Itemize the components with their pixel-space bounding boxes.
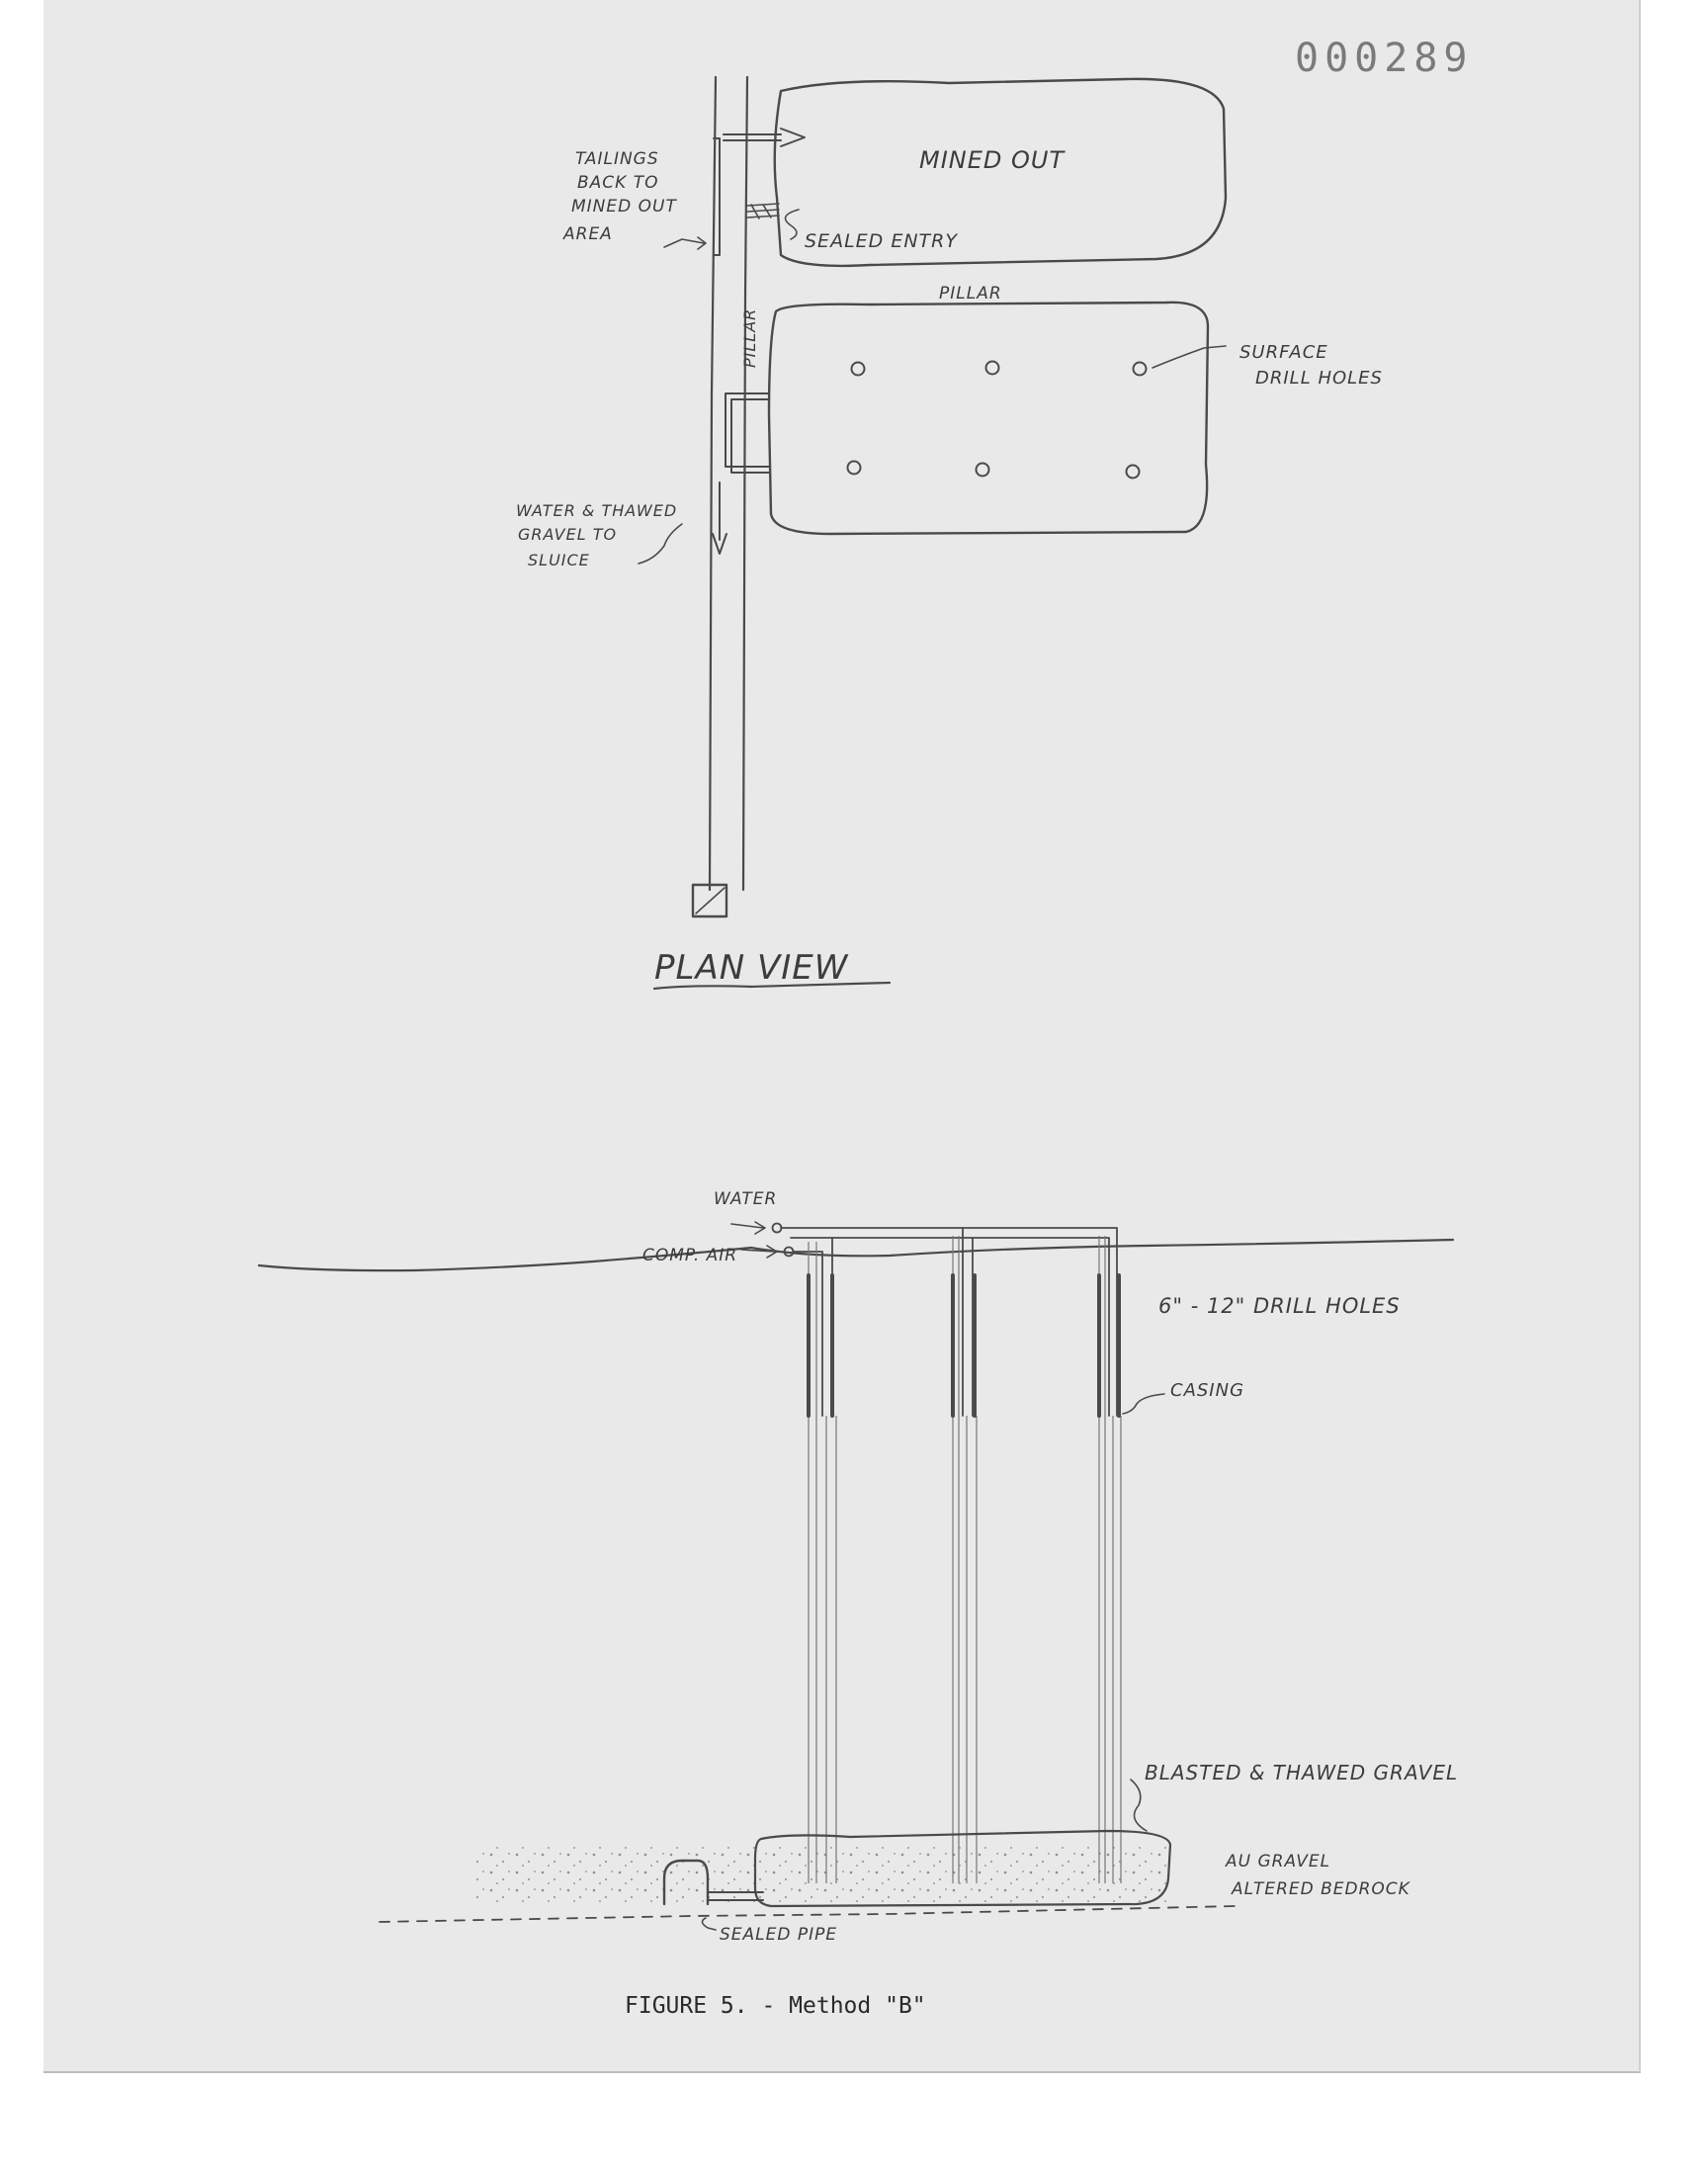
surface-drill-holes-label: SURFACE DRILL HOLES <box>1239 342 1383 389</box>
au-gravel-label: AU GRAVEL <box>1225 1852 1330 1871</box>
comp-air-label: COMP. AIR <box>642 1246 737 1265</box>
drill-hole <box>1132 361 1148 377</box>
drill-hole <box>850 361 866 377</box>
gravel-leader <box>638 523 683 565</box>
sealed-entry <box>746 203 780 219</box>
drill-hole <box>1125 464 1141 479</box>
sealed-entry-label: SEALED ENTRY <box>805 230 958 252</box>
sealed-pipe-label: SEALED PIPE <box>720 1925 837 1945</box>
figure-caption: FIGURE 5. - Method "B" <box>625 1993 926 2019</box>
mined-out-label: MINED OUT <box>919 146 1066 174</box>
bedrock-line <box>379 1905 1237 1923</box>
casing-label: CASING <box>1170 1380 1244 1401</box>
drill-hole <box>975 462 990 478</box>
drill-hole <box>984 360 1000 376</box>
water-gravel-label: WATER & THAWED GRAVEL TO SLUICE <box>516 501 683 569</box>
drill-hole-area <box>767 301 1227 536</box>
main-drift <box>691 75 749 918</box>
ground-surface <box>257 1238 1455 1272</box>
sealed-entry-leader <box>784 209 800 240</box>
water-label: WATER <box>714 1189 777 1209</box>
page-number-stamp: 000289 <box>1295 36 1474 81</box>
plan-view-title: PLAN VIEW <box>654 948 849 988</box>
pillar-horizontal-label: PILLAR <box>939 284 1002 304</box>
pillar-vertical-label: PILLAR <box>740 308 759 368</box>
gravel-zone <box>474 1779 1172 1908</box>
tailings-leader <box>663 236 707 250</box>
supply-header <box>730 1221 1118 1417</box>
document-page <box>43 0 1641 2073</box>
casing <box>807 1273 1165 1418</box>
water-gravel-pipe <box>712 392 770 555</box>
blasted-gravel-label: BLASTED & THAWED GRAVEL <box>1145 1761 1458 1784</box>
plan-view-underline <box>652 981 892 991</box>
sealed-pipe-assembly <box>662 1859 764 1931</box>
drill-holes-section <box>808 1236 1122 1883</box>
tailings-label: TAILINGS BACK TO MINED OUT AREA <box>562 149 683 244</box>
drill-holes-label: 6" - 12" DRILL HOLES <box>1158 1294 1401 1318</box>
drill-hole <box>846 460 862 476</box>
altered-bedrock-label: ALTERED BEDROCK <box>1231 1879 1411 1899</box>
tailings-pipe <box>713 128 806 256</box>
mined-out-area <box>773 77 1228 268</box>
